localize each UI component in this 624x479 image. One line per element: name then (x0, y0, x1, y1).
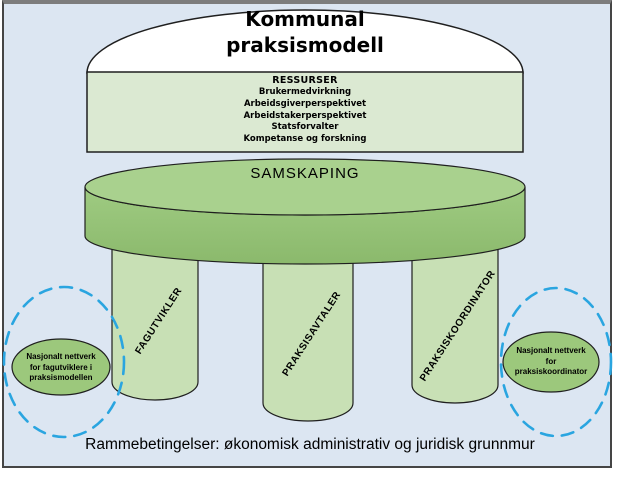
left-network-dashed-circle (2, 285, 126, 439)
right-network-line2: for (545, 356, 557, 366)
resources-item: Kompetanse og forskning (243, 134, 367, 145)
resources-item: Brukermedvirkning (258, 87, 352, 97)
pillar-praksisavtaler (262, 234, 354, 422)
resources-item: Statsforvalter (271, 122, 339, 133)
left-network-label: Nasjonalt nettverk for fagutviklere i pr… (16, 352, 106, 384)
right-network-label: Nasjonalt nettverk for praksiskoordinato… (506, 346, 596, 378)
foundation-label: Rammebetingelser: økonomisk administrati… (85, 436, 535, 453)
resources-heading: RESSURSER (272, 75, 338, 86)
samskaping-disc-top (84, 158, 526, 216)
right-network-dashed-circle (499, 286, 613, 438)
left-network-line1: Nasjonalt nettverk (26, 352, 96, 361)
left-network-line2: for fagutviklere i (29, 362, 93, 372)
diagram-title-line2: praksismodell (226, 33, 384, 57)
pillar-praksiskoordinator (411, 234, 499, 404)
right-network-ellipse (502, 331, 600, 393)
resources-list: RESSURSER Brukermedvirkning Arbeidsgiver… (87, 74, 523, 146)
resources-item: Arbeidsgiverperspektivet (243, 98, 367, 109)
pillar-fagutvikler (111, 234, 199, 401)
diagram-title-line1: Kommunal (245, 7, 365, 31)
right-network-line3: praksiskoordinator (514, 367, 588, 376)
left-network-line3: praksismodellen (29, 373, 93, 382)
right-network-line1: Nasjonalt nettverk (516, 346, 586, 355)
resources-item: Arbeidstakerperspektivet (243, 110, 367, 121)
samskaping-label: SAMSKAPING (250, 165, 360, 182)
model-arch (86, 9, 524, 74)
resources-box (86, 71, 524, 153)
left-network-ellipse (11, 338, 111, 396)
diagram-title: Kommunal praksismodell (155, 6, 455, 58)
